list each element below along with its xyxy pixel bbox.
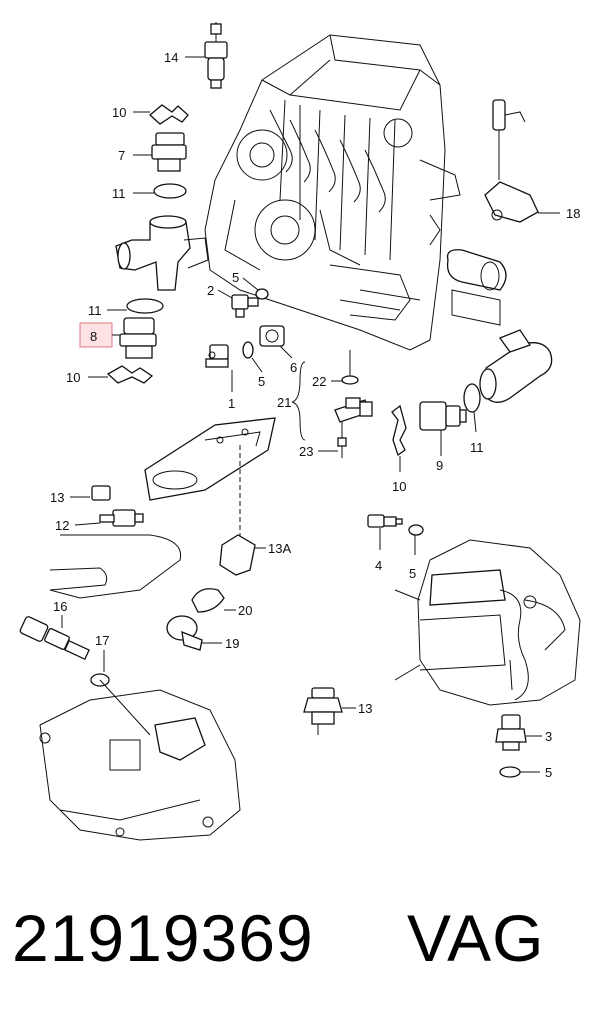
- callout-22: 22: [312, 374, 326, 389]
- callout-5-a: 5: [232, 270, 239, 285]
- callout-13a: 13A: [268, 541, 291, 556]
- part-19-cap: [166, 615, 203, 651]
- part-21-sensor: [334, 397, 373, 423]
- callout-5-c: 5: [409, 566, 416, 581]
- part-10-clip-top: [149, 104, 189, 125]
- callout-2: 2: [207, 283, 214, 298]
- callout-7: 7: [118, 148, 125, 163]
- callout-14: 14: [164, 50, 178, 65]
- part-11-o-ring-right: [463, 383, 481, 413]
- callout-16: 16: [53, 599, 67, 614]
- callout-5-d: 5: [545, 765, 552, 780]
- callout-9: 9: [436, 458, 443, 473]
- part-18-sensor: [484, 99, 539, 223]
- part-3-oil-pressure-switch: [495, 714, 527, 751]
- part-9-temperature-sender: [419, 401, 467, 431]
- part-13-pressure-switch: [303, 687, 343, 735]
- coolant-flange: [115, 215, 209, 291]
- part-8-coolant-temperature-sender: [119, 317, 157, 359]
- part-5-washer-d: [499, 766, 521, 778]
- callout-10-top: 10: [112, 105, 126, 120]
- part-5-washer-c: [408, 524, 424, 536]
- callout-4: 4: [375, 558, 382, 573]
- part-23-bolt: [337, 422, 347, 458]
- gearbox-illustration: [39, 679, 241, 841]
- engine-block-illustration: [204, 34, 507, 351]
- part-22-o-ring: [341, 375, 359, 385]
- part-10-clip-mid: [106, 365, 154, 384]
- mounting-bracket: [144, 417, 276, 540]
- callout-6: 6: [290, 360, 297, 375]
- callout-13-left: 13: [50, 490, 64, 505]
- part-11-o-ring-mid: [126, 298, 164, 314]
- callout-20: 20: [238, 603, 252, 618]
- part-7-temperature-sender: [151, 132, 187, 172]
- part-4-switch: [367, 514, 403, 528]
- part-16-sensor: [19, 616, 90, 661]
- oil-filter-housing-illustration: [394, 539, 581, 706]
- callout-3: 3: [545, 729, 552, 744]
- part-10-clip-right: [391, 404, 407, 457]
- part-11-o-ring-top: [153, 183, 187, 199]
- parts-diagram: 14 10 7 11 18 5 2: [19, 22, 581, 841]
- callout-1: 1: [228, 396, 235, 411]
- bumper-illustration: [49, 534, 182, 599]
- part-number: 21919369: [12, 901, 314, 975]
- part-6-sender: [259, 325, 285, 347]
- callout-5-b: 5: [258, 374, 265, 389]
- part-13a-bracket: [219, 534, 256, 576]
- callout-19: 19: [225, 636, 239, 651]
- callout-23: 23: [299, 444, 313, 459]
- callout-8: 8: [90, 329, 97, 344]
- callout-11-right: 11: [470, 440, 484, 455]
- part-13-cap: [91, 485, 111, 501]
- part-2-sensor: [231, 294, 259, 318]
- callout-17: 17: [95, 633, 109, 648]
- brand-name: VAG: [407, 901, 545, 975]
- callout-18: 18: [566, 206, 580, 221]
- callout-12: 12: [55, 518, 69, 533]
- callout-11-mid: 11: [88, 303, 102, 318]
- part-1-switch: [205, 344, 229, 368]
- callout-10-right: 10: [392, 479, 406, 494]
- callout-10-mid: 10: [66, 370, 80, 385]
- callout-11-top: 11: [112, 186, 126, 201]
- part-5-washer-b: [242, 341, 254, 359]
- part-12-sensor: [99, 509, 144, 527]
- part-20-clamp: [191, 588, 225, 613]
- part-5-washer-a: [255, 288, 269, 300]
- coolant-hose: [483, 342, 553, 403]
- part-14-switch: [204, 22, 228, 89]
- callout-13-center: 13: [358, 701, 372, 716]
- callout-21: 21: [277, 395, 291, 410]
